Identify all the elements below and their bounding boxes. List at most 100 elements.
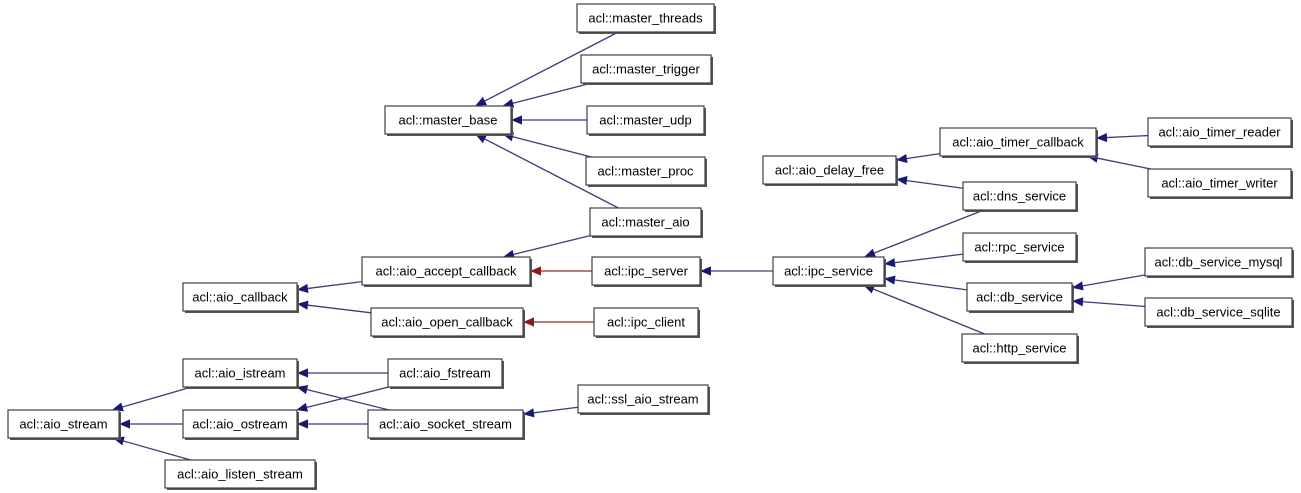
class-node-db_service_mysql[interactable]: acl::db_service_mysql <box>1144 247 1294 278</box>
node-box[interactable] <box>962 181 1077 211</box>
node-label: acl::dns_service <box>973 188 1066 203</box>
class-node-ipc_service[interactable]: acl::ipc_service <box>772 256 886 287</box>
node-box[interactable] <box>772 256 885 286</box>
node-label: acl::ipc_server <box>604 263 688 278</box>
inheritance-arrowhead <box>296 402 309 412</box>
node-label: acl::aio_istream <box>194 365 285 380</box>
edge-dns_service-to-ipc_service <box>864 209 985 258</box>
edge-master_aio-to-master_base <box>475 134 619 209</box>
node-box[interactable] <box>164 459 316 489</box>
class-node-aio_timer_callback[interactable]: acl::aio_timer_callback <box>939 127 1098 158</box>
node-box[interactable] <box>585 156 706 186</box>
class-node-master_base[interactable]: acl::master_base <box>384 105 513 136</box>
node-label: acl::aio_socket_stream <box>379 416 512 431</box>
class-node-aio_delay_free[interactable]: acl::aio_delay_free <box>762 155 898 186</box>
class-node-aio_ostream[interactable]: acl::aio_ostream <box>182 409 299 440</box>
edge-ssl_aio_stream-to-aio_socket_stream <box>523 406 579 418</box>
inheritance-link <box>123 440 191 461</box>
node-label: acl::aio_fstream <box>399 365 491 380</box>
node-box[interactable] <box>961 333 1078 363</box>
class-node-aio_socket_stream[interactable]: acl::aio_socket_stream <box>367 409 525 440</box>
node-box[interactable] <box>367 409 524 439</box>
inheritance-link <box>873 288 986 335</box>
node-label: acl::db_service <box>976 289 1063 304</box>
node-box[interactable] <box>182 282 298 312</box>
edge-aio_timer_callback-to-aio_delay_free <box>896 152 941 164</box>
class-node-aio_timer_writer[interactable]: acl::aio_timer_writer <box>1147 168 1293 199</box>
class-node-aio_accept_callback[interactable]: acl::aio_accept_callback <box>361 256 532 287</box>
class-node-master_proc[interactable]: acl::master_proc <box>585 156 707 187</box>
edge-dns_service-to-aio_delay_free <box>896 176 964 189</box>
node-label: acl::aio_callback <box>192 289 288 304</box>
inheritance-arrowhead <box>475 134 487 144</box>
node-label: acl::aio_stream <box>19 416 107 431</box>
node-box[interactable] <box>589 207 702 237</box>
class-node-dns_service[interactable]: acl::dns_service <box>962 181 1078 212</box>
class-node-rpc_service[interactable]: acl::rpc_service <box>962 232 1078 263</box>
class-node-aio_stream[interactable]: acl::aio_stream <box>7 409 121 440</box>
node-box[interactable] <box>384 105 512 135</box>
edge-ipc_server-to-aio_accept_callback <box>530 266 592 276</box>
edge-aio_ostream-to-aio_stream <box>119 419 183 429</box>
node-box[interactable] <box>1144 247 1293 277</box>
node-label: acl::aio_listen_stream <box>177 466 303 481</box>
node-box[interactable] <box>591 256 701 286</box>
node-box[interactable] <box>580 54 712 84</box>
node-box[interactable] <box>182 358 298 388</box>
edge-rpc_service-to-ipc_service <box>884 253 964 268</box>
inheritance-arrowhead <box>297 283 309 293</box>
class-node-http_service[interactable]: acl::http_service <box>961 333 1079 364</box>
node-box[interactable] <box>586 105 705 135</box>
node-label: acl::ipc_client <box>607 314 685 329</box>
node-box[interactable] <box>939 127 1097 157</box>
node-box[interactable] <box>7 409 120 439</box>
class-node-aio_fstream[interactable]: acl::aio_fstream <box>387 358 504 389</box>
node-label: acl::aio_ostream <box>192 416 287 431</box>
class-node-master_trigger[interactable]: acl::master_trigger <box>580 54 713 85</box>
class-node-aio_open_callback[interactable]: acl::aio_open_callback <box>370 307 525 338</box>
node-label: acl::ipc_service <box>784 263 873 278</box>
edge-aio_accept_callback-to-aio_callback <box>297 280 363 293</box>
inheritance-link <box>1082 301 1146 308</box>
node-layer: acl::master_threadsacl::master_triggerac… <box>7 3 1294 490</box>
edge-master_trigger-to-master_base <box>502 82 592 108</box>
class-node-master_threads[interactable]: acl::master_threads <box>576 3 716 34</box>
node-label: acl::master_base <box>399 112 498 127</box>
class-node-aio_timer_reader[interactable]: acl::aio_timer_reader <box>1147 117 1293 148</box>
node-box[interactable] <box>962 232 1077 262</box>
class-node-master_udp[interactable]: acl::master_udp <box>586 105 706 136</box>
node-label: acl::aio_accept_callback <box>376 263 517 278</box>
usage-arrowhead <box>523 317 534 327</box>
edge-aio_listen_stream-to-aio_stream <box>112 436 191 461</box>
class-node-ssl_aio_stream[interactable]: acl::ssl_aio_stream <box>577 384 710 415</box>
class-node-ipc_server[interactable]: acl::ipc_server <box>591 256 702 287</box>
node-box[interactable] <box>1144 297 1293 327</box>
inheritance-link <box>1106 134 1149 139</box>
node-box[interactable] <box>966 282 1073 312</box>
node-box[interactable] <box>576 3 715 33</box>
edge-ipc_client-to-aio_open_callback <box>523 317 594 327</box>
class-node-db_service[interactable]: acl::db_service <box>966 282 1074 313</box>
inheritance-arrowhead <box>896 153 908 164</box>
node-box[interactable] <box>182 409 298 439</box>
node-box[interactable] <box>1147 117 1292 147</box>
class-node-aio_istream[interactable]: acl::aio_istream <box>182 358 299 389</box>
node-box[interactable] <box>1147 168 1292 198</box>
class-node-master_aio[interactable]: acl::master_aio <box>589 207 703 238</box>
node-box[interactable] <box>593 307 699 337</box>
node-label: acl::http_service <box>973 340 1067 355</box>
node-box[interactable] <box>387 358 503 388</box>
class-node-ipc_client[interactable]: acl::ipc_client <box>593 307 700 338</box>
edge-aio_socket_stream-to-aio_istream <box>296 385 390 411</box>
node-box[interactable] <box>577 384 709 414</box>
node-box[interactable] <box>361 256 531 286</box>
inheritance-arrowhead <box>1096 132 1108 143</box>
inheritance-arrowhead <box>297 368 308 378</box>
node-box[interactable] <box>370 307 524 337</box>
class-node-db_service_sqlite[interactable]: acl::db_service_sqlite <box>1144 297 1294 328</box>
node-label: acl::master_aio <box>601 214 689 229</box>
class-node-aio_callback[interactable]: acl::aio_callback <box>182 282 299 313</box>
class-node-aio_listen_stream[interactable]: acl::aio_listen_stream <box>164 459 317 490</box>
node-box[interactable] <box>762 155 897 185</box>
